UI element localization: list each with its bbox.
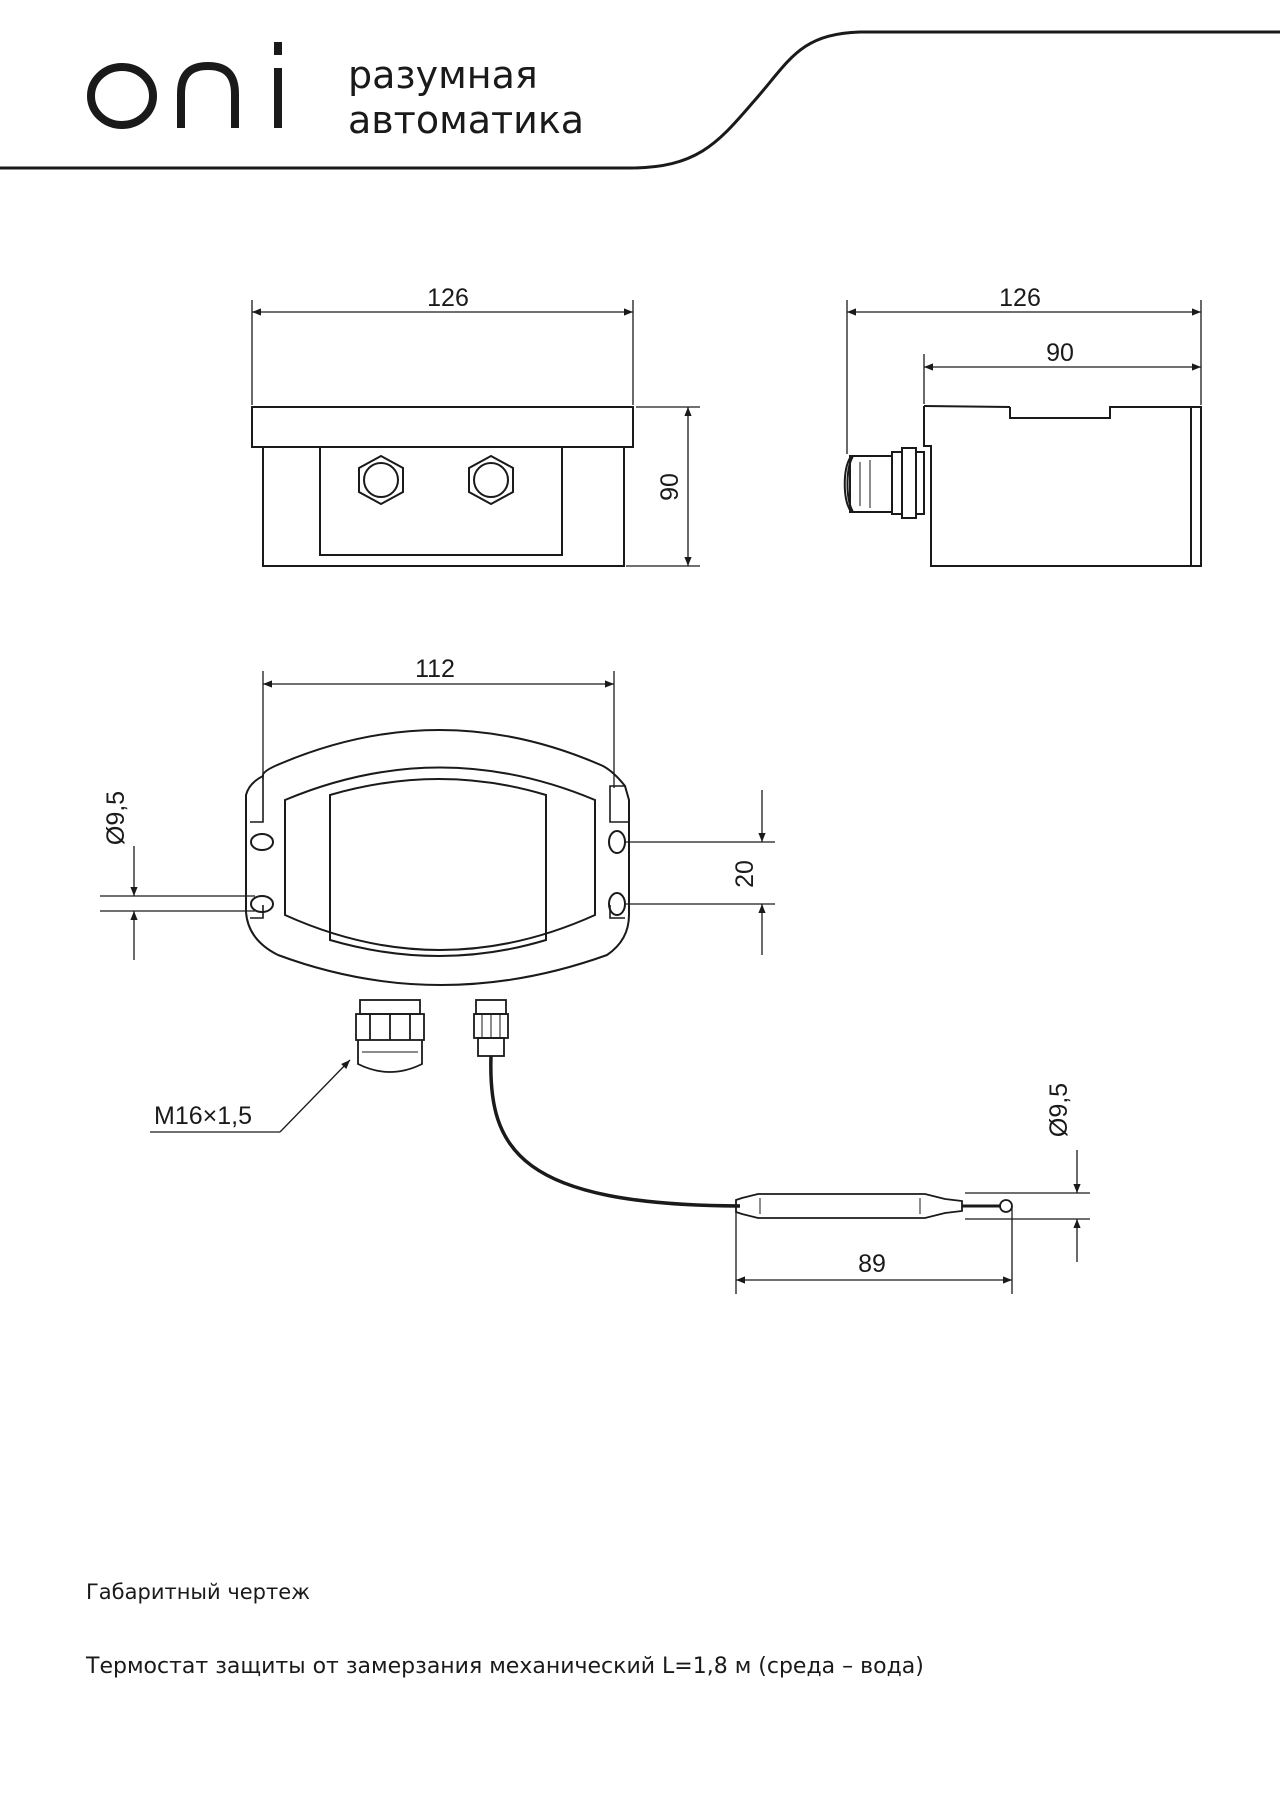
front-width-label: 126 (427, 284, 469, 312)
tagline-line-2: автоматика (348, 98, 584, 142)
cable-gland-nut-left (358, 454, 404, 506)
top-width-label: 112 (415, 655, 455, 683)
display-window (329, 778, 547, 957)
probe-length-label: 89 (858, 1250, 886, 1278)
top-view (100, 671, 775, 1133)
mounting-hole-top-right (608, 830, 626, 854)
side-cable-gland (843, 447, 925, 519)
oni-logo (87, 61, 282, 129)
cable-gland-nut-right (468, 454, 514, 506)
capillary-tube (489, 1055, 741, 1208)
front-view (251, 300, 700, 567)
gland-thread-label: M16×1,5 (154, 1102, 252, 1130)
side-body-width-label: 90 (1046, 339, 1074, 367)
probe-connector (473, 999, 509, 1057)
side-view (843, 300, 1202, 567)
header-swoosh (0, 30, 1280, 170)
mounting-hole-bottom-left (250, 895, 274, 913)
side-overall-width-label: 126 (999, 284, 1041, 312)
probe-assembly (489, 1055, 1090, 1294)
side-view-body (923, 406, 1202, 567)
mounting-hole-bottom-right (608, 892, 626, 916)
bottom-cable-gland (355, 999, 425, 1073)
top-view-inner-rim (284, 766, 596, 951)
caption-description: Термостат защиты от замерзания механичес… (86, 1654, 924, 1679)
front-view-panel (319, 446, 563, 556)
front-height-label: 90 (656, 473, 684, 501)
header: oni разумная автоматика (0, 30, 1280, 170)
hole-spacing-label: 20 (731, 860, 759, 888)
probe-bulb (735, 1193, 963, 1219)
front-view-lid (251, 406, 634, 448)
probe-diameter-label: Ø9,5 (1045, 1083, 1073, 1137)
probe-tip-ball (999, 1199, 1013, 1213)
caption-title: Габаритный чертеж (86, 1580, 311, 1604)
logo-i-dot (274, 42, 282, 55)
mounting-hole-top-left (250, 833, 274, 851)
hole-diameter-label: Ø9,5 (102, 791, 130, 845)
tagline-line-1: разумная (348, 53, 538, 97)
top-view-outer-housing (245, 729, 630, 986)
front-view-body (262, 447, 625, 567)
